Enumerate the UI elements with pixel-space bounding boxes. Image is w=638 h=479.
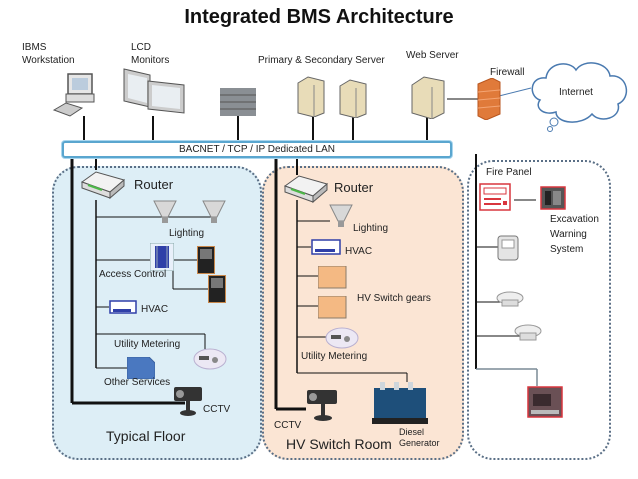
manual-call-point-icon[interactable] <box>496 234 520 262</box>
fire-alarm-station-icon[interactable] <box>527 386 563 418</box>
typical-floor-lighting-label: Lighting <box>169 228 205 239</box>
lan-label: BACNET / TCP / IP Dedicated LAN <box>179 144 335 155</box>
card-reader-icon[interactable] <box>208 275 226 303</box>
diesel-generator-label: Diesel Generator <box>399 427 440 449</box>
ibms-workstation-label: IBMS Workstation <box>22 41 75 67</box>
hv-switch-gears-label: HV Switch gears <box>357 293 431 304</box>
access-control-label: Access Control <box>99 269 167 280</box>
smoke-detector-icon[interactable] <box>496 290 524 310</box>
other-services-label: Other Services <box>104 377 171 388</box>
diesel-label-line1: Diesel <box>399 427 425 437</box>
hv-switch-gear-icon[interactable] <box>318 266 348 290</box>
hv-switch-gear-icon[interactable] <box>318 296 348 320</box>
ibms-label-line1: IBMS <box>22 42 47 53</box>
zone-typical-floor <box>52 166 262 460</box>
workstation-icon[interactable] <box>52 70 100 118</box>
hvac-icon[interactable] <box>311 239 341 255</box>
diagram-title: Integrated BMS Architecture <box>184 6 454 28</box>
firewall-icon[interactable] <box>474 78 502 120</box>
diesel-label-line2: Generator <box>399 438 440 448</box>
fire-panel-icon[interactable] <box>479 183 511 211</box>
zone-hv-switch-room <box>262 166 464 460</box>
firewall-label: Firewall <box>490 67 525 78</box>
other-services-icon[interactable] <box>127 357 155 379</box>
internet-cloud-icon[interactable] <box>526 56 638 134</box>
excavation-label-line1: Excavation <box>550 214 599 225</box>
secondary-server-icon[interactable] <box>338 78 368 118</box>
typical-floor-title: Typical Floor <box>106 428 186 444</box>
card-reader-icon[interactable] <box>197 246 215 274</box>
hv-switch-room-title: HV Switch Room <box>286 436 392 452</box>
lighting-bulb-icon[interactable] <box>201 199 227 227</box>
excavation-label-line3: System <box>550 244 584 255</box>
dedicated-lan-bus: BACNET / TCP / IP Dedicated LAN <box>62 141 452 158</box>
utility-meter-icon[interactable] <box>193 348 227 370</box>
lcd-monitors-label: LCD Monitors <box>131 41 169 67</box>
typical-floor-utility-metering-label: Utility Metering <box>114 339 181 350</box>
lcd-label-line2: Monitors <box>131 55 170 66</box>
utility-meter-icon[interactable] <box>325 327 359 349</box>
router-icon[interactable] <box>80 170 126 200</box>
web-server-icon[interactable] <box>410 75 446 119</box>
diesel-generator-icon[interactable] <box>372 382 428 426</box>
excavation-keypad-icon[interactable] <box>540 186 566 210</box>
lighting-bulb-icon[interactable] <box>328 203 354 231</box>
servers-label: Primary & Secondary Server <box>258 55 385 66</box>
typical-floor-router-label: Router <box>134 177 174 192</box>
server-rack-icon[interactable] <box>220 88 256 116</box>
typical-floor-cctv-label: CCTV <box>203 404 231 415</box>
hv-room-utility-metering-label: Utility Metering <box>301 351 368 362</box>
excavation-warning-label: Excavation Warning System <box>550 212 599 257</box>
cctv-camera-icon[interactable] <box>305 388 341 424</box>
excavation-label-line2: Warning <box>550 229 587 240</box>
typical-floor-hvac-label: HVAC <box>141 304 169 315</box>
hv-room-hvac-label: HVAC <box>345 246 373 257</box>
lcd-label-line1: LCD <box>131 42 152 53</box>
hv-room-router-label: Router <box>334 180 374 195</box>
internet-label: Internet <box>559 87 593 98</box>
web-server-label: Web Server <box>406 50 459 61</box>
hvac-icon[interactable] <box>109 300 137 314</box>
ibms-label-line2: Workstation <box>22 55 75 66</box>
lcd-monitors-icon[interactable] <box>120 65 190 117</box>
cctv-camera-icon[interactable] <box>172 385 204 419</box>
access-control-icon[interactable] <box>150 243 174 271</box>
lighting-bulb-icon[interactable] <box>152 199 178 227</box>
fire-panel-label: Fire Panel <box>486 167 532 178</box>
heat-detector-icon[interactable] <box>514 323 542 345</box>
router-icon[interactable] <box>283 174 329 204</box>
hv-room-cctv-label: CCTV <box>274 420 302 431</box>
primary-server-icon[interactable] <box>296 75 326 117</box>
hv-room-lighting-label: Lighting <box>353 223 389 234</box>
